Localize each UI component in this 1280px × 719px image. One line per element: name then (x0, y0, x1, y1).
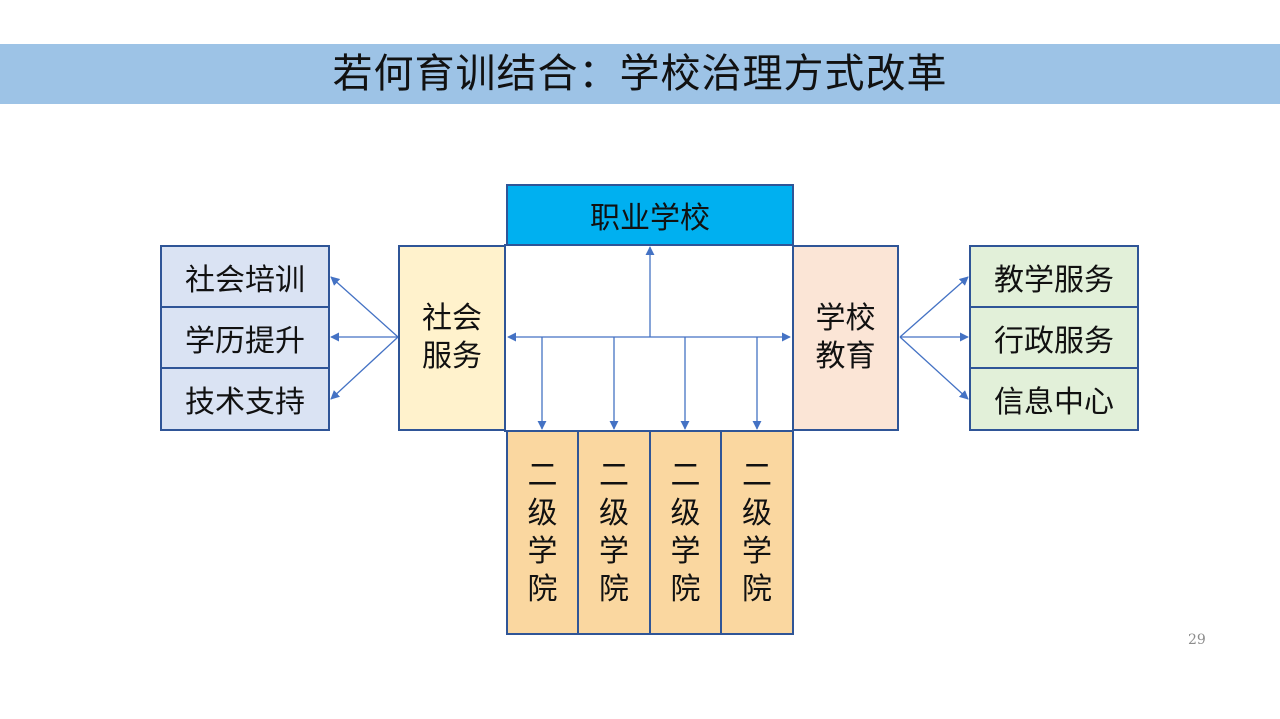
left-item-social-training: 社会培训 (160, 245, 330, 308)
school-education-label-line1: 学校 (815, 301, 876, 336)
right-item-admin-service: 行政服务 (969, 306, 1139, 369)
left-item-tech-support: 技术支持 (160, 367, 330, 431)
page-number: 29 (1188, 632, 1206, 648)
college-char: 二 (670, 457, 701, 493)
college-char: 级 (742, 495, 772, 531)
college-char: 学 (742, 533, 772, 569)
college-char: 二 (527, 457, 558, 493)
college-char: 二 (742, 457, 772, 493)
college-char: 院 (599, 571, 629, 607)
college-char: 级 (527, 495, 558, 531)
right-item-label: 行政服务 (994, 323, 1114, 359)
left-item-label: 社会培训 (185, 262, 305, 298)
college-char: 院 (742, 571, 772, 607)
right-fan-arrow-1 (899, 276, 969, 338)
title-bar: 若何育训结合：学校治理方式改革 (0, 44, 1280, 104)
left-item-label: 学历提升 (185, 323, 305, 359)
right-item-label: 信息中心 (994, 385, 1114, 420)
college-char: 院 (527, 571, 558, 607)
right-fan-arrow-3 (899, 336, 969, 400)
college-box-2: 二 级 学 院 (577, 430, 651, 635)
college-box-3: 二 级 学 院 (649, 430, 722, 635)
social-service-label-line1: 社会 (422, 301, 482, 336)
college-char: 学 (599, 533, 629, 569)
college-char: 级 (599, 495, 629, 531)
left-fan-arrow-3 (330, 336, 399, 400)
college-char: 级 (670, 495, 701, 531)
college-char: 二 (599, 457, 629, 493)
college-char: 学 (670, 533, 701, 569)
page-title: 若何育训结合：学校治理方式改革 (332, 51, 948, 97)
college-char: 院 (670, 571, 701, 607)
college-box-4: 二 级 学 院 (720, 430, 794, 635)
school-education-box: 学校 教育 (792, 245, 899, 431)
school-education-label-line2: 教育 (815, 339, 876, 374)
left-item-label: 技术支持 (185, 385, 305, 420)
social-service-box: 社会 服务 (398, 245, 506, 431)
vocational-school-label: 职业学校 (590, 201, 710, 236)
social-service-label-line2: 服务 (422, 339, 482, 374)
right-item-info-center: 信息中心 (969, 367, 1139, 431)
left-fan-arrow-1 (330, 276, 399, 338)
college-box-1: 二 级 学 院 (506, 430, 579, 635)
college-char: 学 (527, 533, 558, 569)
right-item-label: 教学服务 (994, 262, 1114, 298)
